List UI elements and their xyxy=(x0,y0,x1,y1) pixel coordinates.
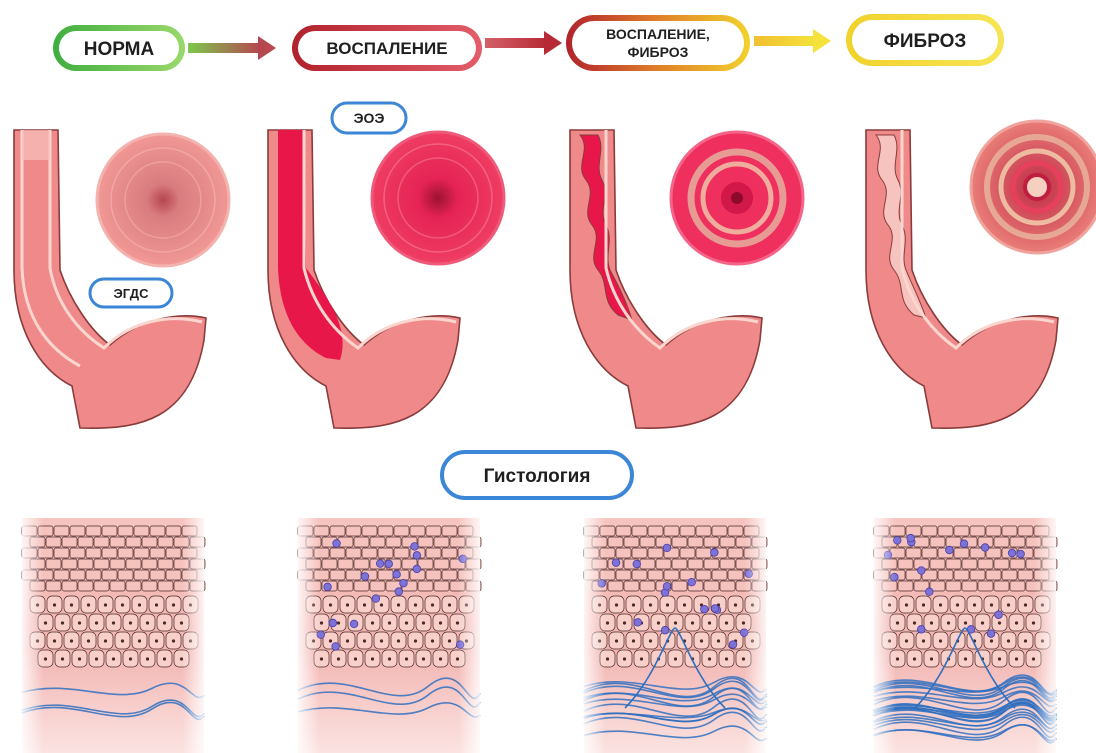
histology-normal xyxy=(22,518,205,753)
stage-fibrosis-pill: ФИБРОЗ xyxy=(846,14,1004,66)
histology-label: Гистология xyxy=(484,466,591,487)
stage-norm-label: НОРМА xyxy=(84,39,155,60)
egds-label: ЭГДС xyxy=(114,286,150,301)
stage-inflammation-fibrosis-label-1: ВОСПАЛЕНИЕ, xyxy=(606,26,710,42)
arrow-inflammation-to-fibrosis xyxy=(485,31,562,55)
stage-inflammation-fibrosis-label-2: ФИБРОЗ xyxy=(628,44,689,60)
histology-badge: Гистология xyxy=(442,452,632,498)
histology-fibrosis xyxy=(874,518,1057,753)
eoe-label: ЭОЭ xyxy=(354,110,385,126)
stage-inflammation-fibrosis-pill: ВОСПАЛЕНИЕ, ФИБРОЗ xyxy=(566,15,750,71)
arrow-to-fibrosis xyxy=(754,29,831,53)
histology-panels xyxy=(22,518,1057,753)
stage-inflammation-label: ВОСПАЛЕНИЕ xyxy=(326,39,447,58)
stage-inflammation-pill: ВОСПАЛЕНИЕ xyxy=(292,25,482,71)
endoscopic-view-normal xyxy=(97,134,229,266)
egds-badge: ЭГДС xyxy=(90,279,172,307)
histology-inflammation-fibrosis xyxy=(584,518,767,753)
endoscopic-view-inflammation-fibrosis xyxy=(671,132,803,264)
histology-inflammation xyxy=(298,518,481,753)
endoscopic-view-fibrosis xyxy=(971,121,1096,253)
endoscopic-view-inflammation xyxy=(372,132,504,264)
arrow-norm-to-inflammation xyxy=(188,36,276,60)
stage-norm-pill: НОРМА xyxy=(53,25,185,71)
stage-fibrosis-label: ФИБРОЗ xyxy=(884,31,967,52)
eoe-badge: ЭОЭ xyxy=(332,103,406,133)
